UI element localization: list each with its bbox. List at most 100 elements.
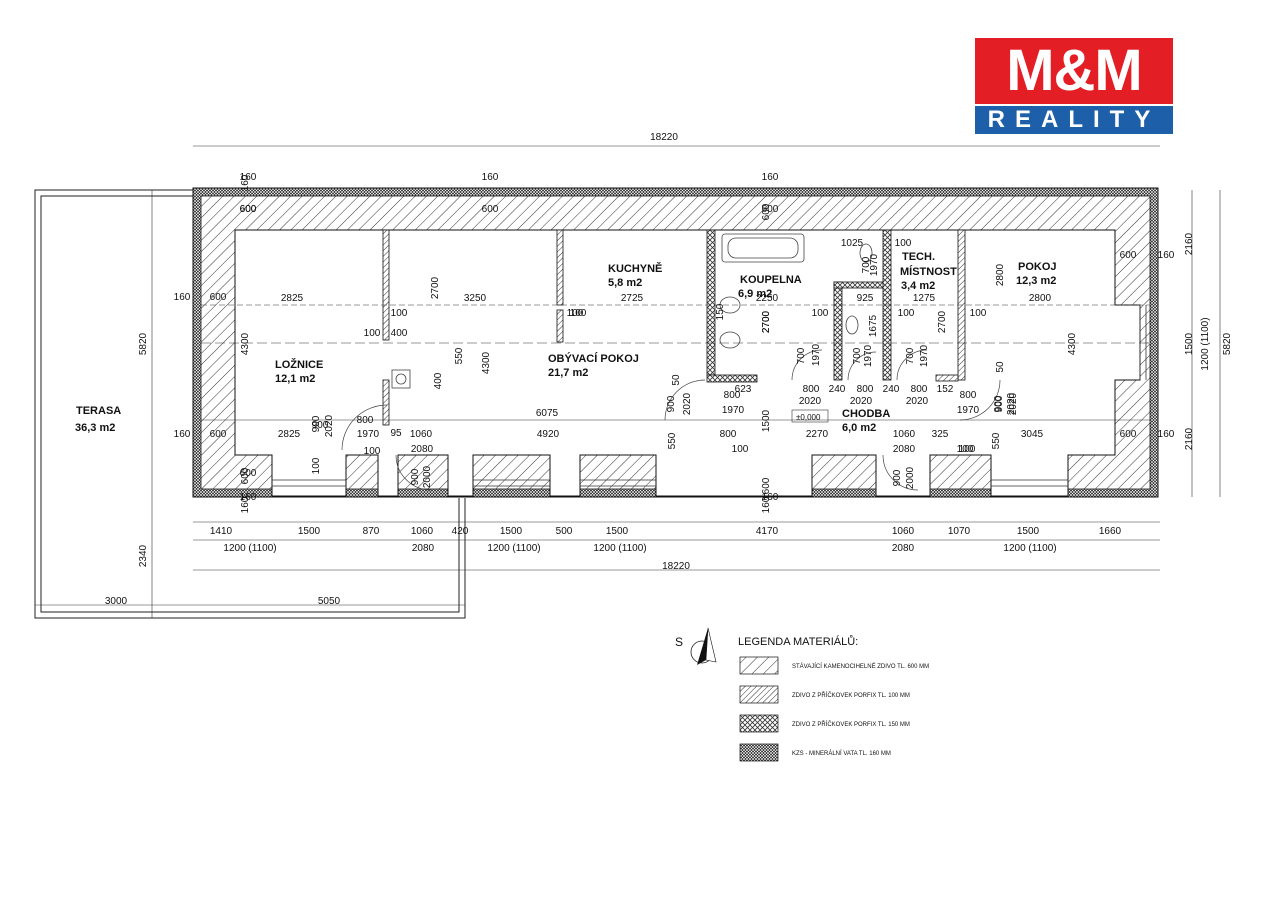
dimension-label-vertical: 1970: [863, 344, 874, 367]
dimension-label: 100: [364, 328, 381, 339]
room-name: OBÝVACÍ POKOJ: [548, 352, 639, 365]
dimension-label: 100: [732, 444, 749, 455]
dimension-texts-vertical: 5820 5820 2160 1500 1200 (1100) 2160 4300 4300 4…: [138, 174, 1233, 567]
room-area: 3,4 m2: [901, 280, 935, 292]
dimension-label: 325: [932, 429, 949, 440]
dimension-label: 800: [720, 429, 737, 440]
dimension-label: 1060: [411, 526, 434, 537]
dimension-label: 1200 (1100): [223, 543, 276, 554]
room-name: KUCHYNĚ: [608, 262, 662, 275]
legend-item: ZDIVO Z PŘÍČKOVEK PORFIX TL. 150 MM: [792, 720, 910, 728]
windows: [272, 305, 1147, 487]
dimension-label: 1275: [913, 293, 936, 304]
dimension-label-vertical: 5820: [138, 332, 149, 355]
room-name: CHODBA: [842, 408, 890, 420]
dimension-label-vertical: 1970: [869, 253, 880, 276]
dimension-label: 160: [240, 172, 257, 183]
dimension-label: 100: [970, 308, 987, 319]
dimension-label: 2725: [621, 293, 644, 304]
dimension-label: 100: [895, 238, 912, 249]
dimension-label: 2080: [411, 444, 434, 455]
dimension-label: 152: [937, 384, 954, 395]
north-label: S: [675, 635, 683, 649]
dimension-label: 2825: [281, 293, 304, 304]
dimension-label-vertical: 700: [905, 347, 916, 364]
dimension-label: 2250: [756, 293, 779, 304]
bathtub-icon: [721, 233, 805, 263]
dimension-label: 160: [762, 172, 779, 183]
outer-walls: [192, 187, 1159, 498]
dimension-label: 1500: [500, 526, 523, 537]
dimension-label: 100: [812, 308, 829, 319]
brand-logo: M&M REALITY: [975, 38, 1173, 134]
dimension-label-vertical: 1200 (1100): [1200, 317, 1211, 370]
dimension-label: 925: [857, 293, 874, 304]
dimension-label: 1070: [948, 526, 971, 537]
dimension-label-vertical: 700: [852, 347, 863, 364]
dimension-label: 1410: [210, 526, 233, 537]
room-area: 21,7 m2: [548, 367, 588, 379]
dimension-label: 1025: [841, 238, 864, 249]
dimension-label: 1500: [1017, 526, 1040, 537]
dimension-label: 800: [357, 415, 374, 426]
dimension-label-vertical: 1970: [811, 343, 822, 366]
dimension-label: 900: [312, 420, 329, 431]
dimension-label-vertical: 550: [667, 432, 678, 449]
dimension-label-vertical: 2700: [761, 310, 772, 333]
dimension-label-vertical: 2000: [422, 465, 433, 488]
sink-icon: [719, 331, 741, 349]
toilet-icon: [859, 243, 873, 263]
room-name: TECH.: [902, 251, 935, 263]
dimension-label-vertical: 2800: [995, 263, 1006, 286]
dimension-label-vertical: 2160: [1184, 232, 1195, 255]
dimension-label-vertical: 100: [311, 457, 322, 474]
dimension-label: 160: [1158, 429, 1175, 440]
dimension-label: 1060: [410, 429, 433, 440]
dimension-label: 160: [482, 172, 499, 183]
toilet-icon: [845, 315, 859, 335]
dimension-label: 600: [210, 292, 227, 303]
sink-icon: [719, 296, 741, 314]
dimension-label: 160: [174, 429, 191, 440]
dimension-label: 1500: [298, 526, 321, 537]
legend-item: KZS - MINERÁLNÍ VATA TL. 160 MM: [792, 750, 891, 757]
dimension-label: 600: [762, 204, 779, 215]
dimension-label: 160: [1158, 250, 1175, 261]
room-labels: LOŽNICE 12,1 m2 OBÝVACÍ POKOJ 21,7 m2 KU…: [75, 251, 1057, 434]
dimension-label: 240: [883, 384, 900, 395]
dimension-label-vertical: 2020: [324, 414, 335, 437]
dimension-label: 600: [240, 204, 257, 215]
dimension-label-vertical: 2160: [1184, 427, 1195, 450]
logo-bottom: REALITY: [975, 106, 1173, 134]
dimension-label-vertical: 4300: [1067, 332, 1078, 355]
dimension-label-vertical: 160: [240, 174, 251, 191]
legend-swatch: [739, 743, 779, 762]
dimension-label: 800: [911, 384, 928, 395]
dimension-label: 3000: [105, 596, 128, 607]
dimension-label: 600: [482, 204, 499, 215]
dimension-label: 800: [724, 390, 741, 401]
dimension-label-vertical: 50: [671, 374, 682, 386]
dimension-label-vertical: 1970: [919, 344, 930, 367]
dimension-label-vertical: 900: [993, 395, 1004, 412]
dimension-label-vertical: 550: [991, 432, 1002, 449]
dimension-label-vertical: 4300: [240, 332, 251, 355]
dimension-label: 1060: [892, 526, 915, 537]
dimension-label: 4920: [537, 429, 560, 440]
dimension-label-vertical: 1500: [1184, 332, 1195, 355]
dimension-lines: [35, 145, 1221, 618]
dimension-label-vertical: 700: [796, 347, 807, 364]
dimension-label: 1200 (1100): [487, 543, 540, 554]
room-name: TERASA: [76, 405, 121, 417]
dimension-label: 3250: [464, 293, 487, 304]
dimension-label-vertical: 150: [715, 303, 726, 320]
dimension-label: 4170: [756, 526, 779, 537]
dimension-label: 1500: [606, 526, 629, 537]
dimension-label: 600: [240, 204, 257, 215]
dimension-label-vertical: 400: [433, 372, 444, 389]
dimension-label-vertical: 2340: [138, 544, 149, 567]
room-area: 36,3 m2: [75, 422, 115, 434]
dimension-label-vertical: 5820: [1222, 332, 1233, 355]
dimension-label-vertical: 2020: [682, 392, 693, 415]
dimension-label: 2080: [892, 543, 915, 554]
